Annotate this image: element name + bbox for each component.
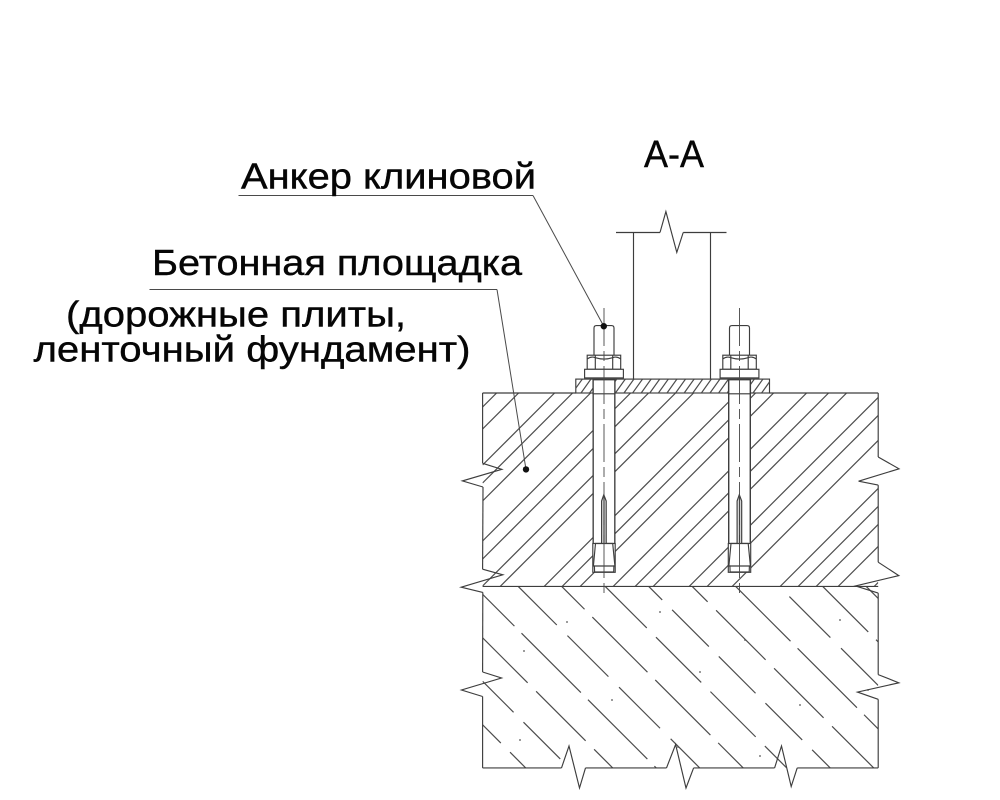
svg-text:ленточный фундамент): ленточный фундамент) <box>34 329 471 370</box>
svg-text:Бетонная площадка: Бетонная площадка <box>152 242 523 283</box>
svg-text:А-А: А-А <box>644 134 705 176</box>
svg-text:Анкер клиновой: Анкер клиновой <box>241 156 536 197</box>
svg-text:(дорожные плиты,: (дорожные плиты, <box>66 294 406 335</box>
